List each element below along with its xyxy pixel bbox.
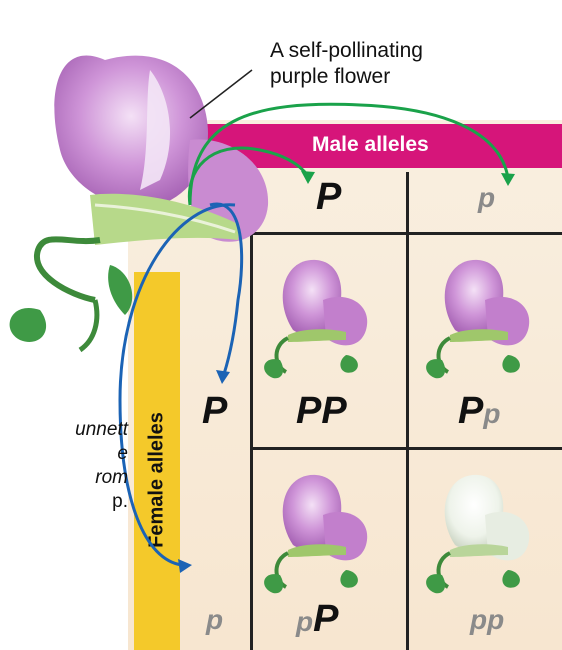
flower-cell-pp (426, 475, 529, 593)
blue-arrowhead-2 (178, 559, 192, 573)
genotype-cell-4: pp (470, 604, 504, 636)
genotype-cell-3-first: p (296, 606, 313, 637)
caption-line-1: unnett (0, 418, 128, 442)
genotype-cell-2-first: P (458, 390, 483, 432)
genotype-cell-2: Pp (458, 390, 500, 433)
caption-line-2: e (0, 442, 128, 466)
female-allele-2: p (206, 604, 223, 636)
genotype-cell-1: PP (296, 390, 347, 433)
caption-fragment: unnett e rom p. (0, 418, 128, 514)
flower-cell-PP (264, 260, 367, 378)
green-arrowhead-1 (301, 171, 315, 184)
blue-arrowhead-1 (216, 370, 230, 384)
genotype-cell-1-second: P (321, 390, 346, 432)
female-allele-1: P (202, 390, 227, 433)
green-arrowhead-2 (501, 173, 515, 186)
caption-line-3: rom (0, 466, 128, 490)
genotype-cell-3: pP (296, 598, 338, 641)
genotype-cell-4-second: p (487, 604, 504, 635)
flower-title-line-1: A self-pollinating (270, 38, 423, 64)
genotype-cell-1-first: P (296, 390, 321, 432)
flower-cell-Pp (426, 260, 529, 378)
genotype-cell-2-second: p (483, 398, 500, 429)
flower-cell-pP (264, 475, 367, 593)
genotype-cell-3-second: P (313, 598, 338, 640)
flower-title: A self-pollinating purple flower (270, 38, 423, 90)
parent-flower-illustration (10, 56, 268, 350)
caption-line-4: p. (0, 490, 128, 514)
male-allele-1: P (316, 176, 341, 219)
male-allele-2: p (478, 182, 495, 214)
female-allele-arrows (120, 204, 242, 565)
genotype-cell-4-first: p (470, 604, 487, 635)
flower-title-line-2: purple flower (270, 64, 423, 90)
